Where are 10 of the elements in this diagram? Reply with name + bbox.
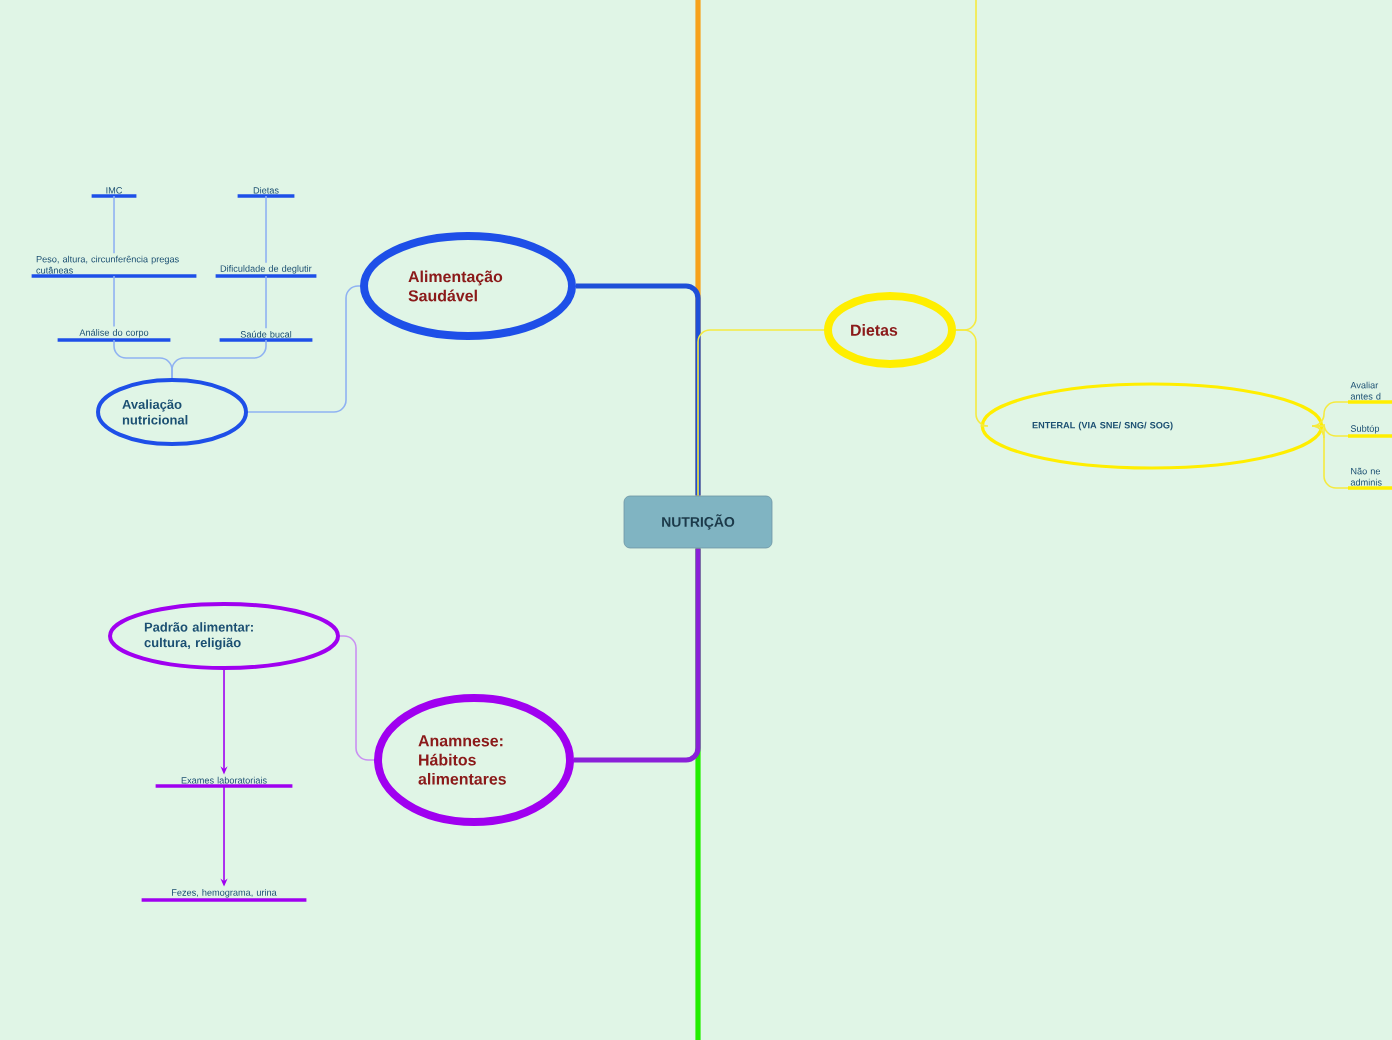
connector [113,195,115,255]
connector [247,285,361,413]
connector [697,329,825,497]
connector [113,275,115,328]
connector [171,339,267,379]
connector [576,283,701,496]
connector [1311,401,1349,427]
connector [265,195,267,264]
connector [265,275,267,330]
connector [574,548,701,763]
